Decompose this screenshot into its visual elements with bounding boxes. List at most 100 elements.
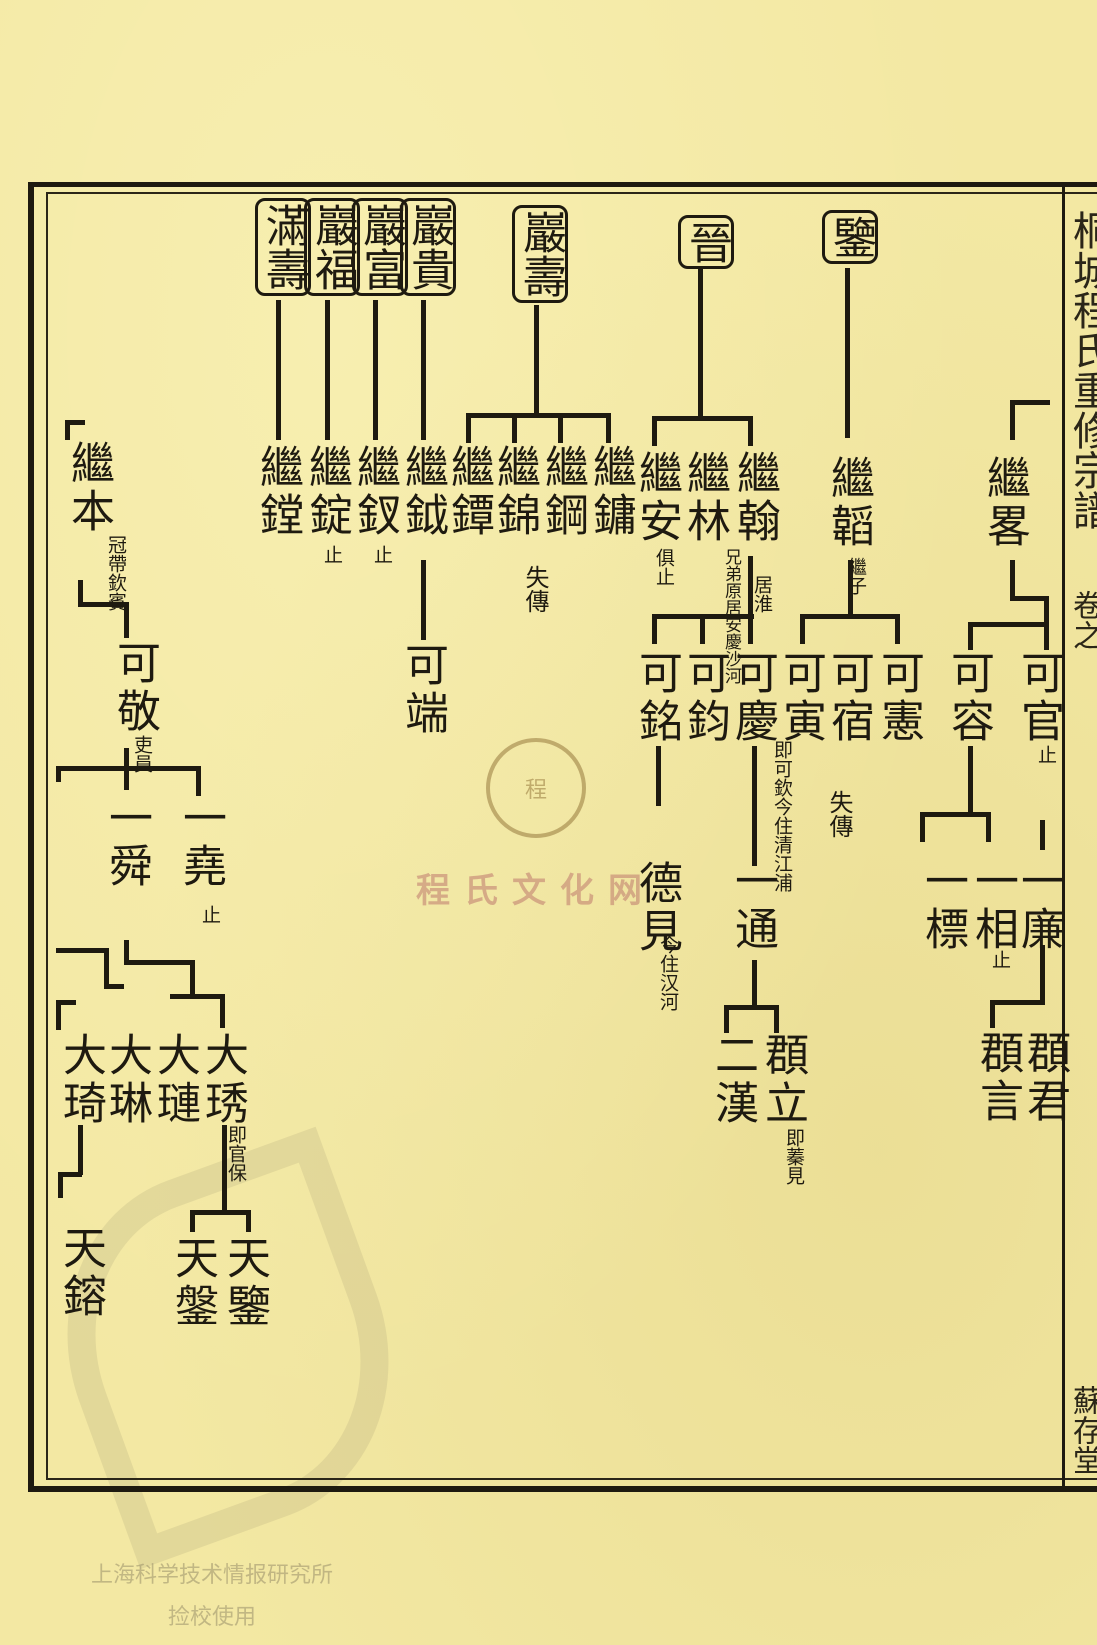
note-zhi: 止 <box>989 950 1011 969</box>
line <box>845 268 850 438</box>
name-da-lian: 大璉 <box>149 1032 200 1128</box>
name-tian-pan: 天鎜 <box>167 1235 218 1331</box>
bracket <box>968 622 1048 627</box>
name-ke-su: 可宿 <box>823 650 874 746</box>
bracket <box>1010 400 1050 405</box>
stamp-line-1: 上海科学技术情报研究所 <box>90 1563 333 1588</box>
inner-frame <box>46 192 1097 1480</box>
line <box>968 746 973 816</box>
bracket <box>78 602 128 607</box>
name-yi-biao: 一標 <box>917 858 968 954</box>
bracket <box>220 994 225 1028</box>
bracket <box>65 420 85 425</box>
name-de-jian: 德見 <box>631 860 682 956</box>
bracket <box>56 766 200 771</box>
note-zhi: 止 <box>1035 745 1057 764</box>
bracket <box>700 614 705 644</box>
line <box>373 300 378 440</box>
name-ji-ding: 繼錠 <box>301 444 352 540</box>
name-yu-yan: 頵言 <box>972 1030 1023 1126</box>
bracket <box>56 766 61 782</box>
bracket <box>124 940 129 964</box>
bracket <box>748 614 753 644</box>
name-ji-tang: 繼鏜 <box>252 444 303 540</box>
note-zhi: 止 <box>371 545 393 564</box>
bracket <box>58 1172 63 1198</box>
line <box>78 580 83 606</box>
note-ji-ben: 冠帶欽賓 <box>105 535 127 611</box>
name-yi-shun: 一舜 <box>101 795 152 891</box>
name-da-qi: 大琦 <box>55 1032 106 1128</box>
bracket <box>748 416 753 446</box>
name-da-lin: 大琳 <box>101 1032 152 1128</box>
head-jian: 鑒 <box>822 210 878 264</box>
bracket <box>190 960 195 996</box>
bracket <box>920 812 925 842</box>
bracket <box>56 948 108 953</box>
line <box>276 300 281 440</box>
head-yan-shou: 巖壽 <box>512 205 568 303</box>
head-yan-fu: 巖福 <box>304 198 360 296</box>
name-yi-lian: 一廉 <box>1013 858 1064 954</box>
note-ke-qing: 即可欽今住清江浦 <box>771 740 793 892</box>
bracket <box>990 1000 1044 1005</box>
bracket <box>512 413 517 443</box>
bracket <box>1010 400 1015 440</box>
note-yu-li: 即蓁見 <box>783 1128 805 1185</box>
head-yan-fu2: 巖富 <box>352 198 408 296</box>
name-ji-ben: 繼本 <box>63 440 114 536</box>
bracket <box>466 413 471 443</box>
bracket <box>170 994 224 999</box>
line <box>848 560 853 615</box>
seal-watermark: 程 <box>486 738 586 838</box>
bracket <box>800 614 805 644</box>
library-stamp: 上海科学技术情报研究所 捡校使用 <box>32 1555 392 1639</box>
name-yu-li: 頵立 <box>757 1032 808 1128</box>
name-yi-xiang: 一相 <box>967 858 1018 954</box>
name-ke-jing: 可敬 <box>109 640 160 736</box>
name-ji-jin: 繼錦 <box>489 444 540 540</box>
name-ke-rong: 可容 <box>943 650 994 746</box>
line <box>752 746 757 866</box>
name-ji-dan: 繼鐔 <box>443 444 494 540</box>
head-jin: 晉 <box>678 215 734 269</box>
note-shi-chuan: 失傳 <box>521 565 549 613</box>
right-margin-strip <box>1062 182 1097 1492</box>
name-ji-yue: 繼鉞 <box>397 444 448 540</box>
line <box>78 1125 83 1175</box>
page-mark: 卷之 <box>1067 590 1097 650</box>
bracket <box>466 413 610 418</box>
line <box>1040 820 1045 850</box>
line <box>325 300 330 440</box>
bracket <box>800 614 900 619</box>
note-zhi: 止 <box>321 545 343 564</box>
bottom-mark: 蘇存堂 <box>1067 1385 1097 1475</box>
name-ke-ming: 可銘 <box>631 650 682 746</box>
bracket <box>652 416 657 446</box>
bracket <box>196 766 201 796</box>
name-yu-jun: 頵君 <box>1019 1030 1070 1126</box>
bracket <box>190 1210 250 1215</box>
bracket <box>774 1005 779 1033</box>
name-ji-tao: 繼韜 <box>823 455 874 551</box>
note-ke-jing: 吏員 <box>131 735 153 773</box>
name-ji-lu: 繼畧 <box>979 455 1030 551</box>
note-shi-chuan: 失傳 <box>825 790 853 838</box>
bracket <box>606 413 611 443</box>
name-ji-gang: 繼鋼 <box>537 444 588 540</box>
line <box>748 556 753 616</box>
bracket <box>104 984 124 989</box>
bracket <box>968 622 973 650</box>
bracket <box>124 960 194 965</box>
name-tian-jian: 天鑒 <box>219 1235 270 1331</box>
name-ke-duan: 可端 <box>397 642 448 738</box>
line <box>1010 560 1015 600</box>
bracket <box>558 413 563 443</box>
line <box>222 1125 227 1215</box>
name-ji-yong: 繼鏞 <box>585 444 636 540</box>
name-yi-yao: 一堯 <box>175 795 226 891</box>
stamp-line-2: 捡校使用 <box>167 1605 256 1630</box>
seal-text: 程 <box>524 778 547 803</box>
name-ke-xian: 可憲 <box>873 650 924 746</box>
name-ke-qing: 可慶 <box>727 650 778 746</box>
